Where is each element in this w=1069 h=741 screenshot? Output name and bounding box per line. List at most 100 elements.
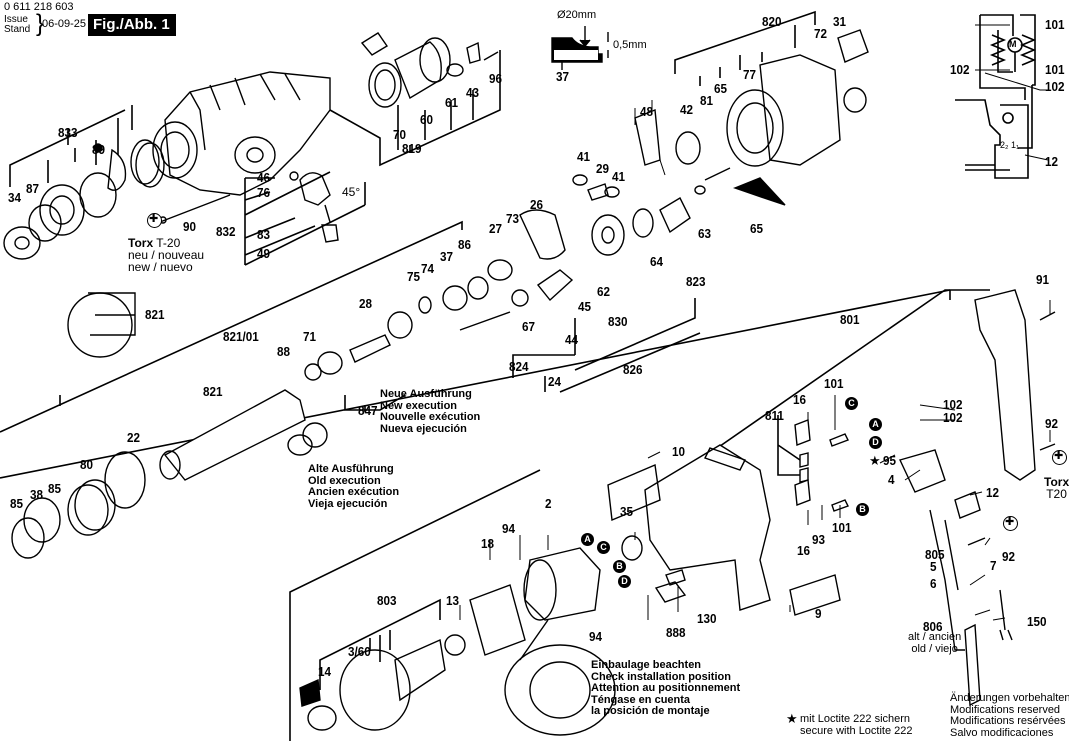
part-label: 85 xyxy=(48,481,62,496)
detail-thickness: 0,5mm xyxy=(613,39,647,51)
part-label: 96 xyxy=(489,71,503,86)
install-position-note: Einbaulage beachten Check installation p… xyxy=(591,659,741,718)
part-label: 833 xyxy=(58,125,78,140)
part-label: 5 xyxy=(930,559,937,574)
note-line: Attention au positionnement xyxy=(591,682,741,694)
part-label: 847 xyxy=(358,403,378,418)
part-label: 93 xyxy=(812,532,826,547)
part-label: 806 xyxy=(923,619,943,634)
spindle xyxy=(11,276,489,559)
note-line: New execution xyxy=(380,399,458,412)
part-label: 85 xyxy=(10,496,24,511)
torx-size: T-20 xyxy=(153,236,181,250)
connector-a: A xyxy=(581,533,594,546)
part-label: 811 xyxy=(765,408,784,423)
connector-c: C xyxy=(845,397,858,410)
part-label: 43 xyxy=(466,85,480,100)
brace: } xyxy=(36,10,45,37)
part-label: 824 xyxy=(509,359,529,374)
connector-b: B xyxy=(613,560,626,573)
part-label: 92 xyxy=(1045,416,1059,431)
note-line: Nouvelle exécution xyxy=(380,411,481,423)
connector-b: B xyxy=(856,503,869,516)
part-label: 38 xyxy=(30,487,44,502)
star-icon: ★ xyxy=(786,711,798,726)
part-label: 27 xyxy=(489,221,503,236)
part-label: 80 xyxy=(80,457,94,472)
angle-label: 45° xyxy=(342,185,361,199)
part-label: 76 xyxy=(257,185,271,200)
stand-label: Stand xyxy=(4,24,31,35)
part-label: 102 xyxy=(950,62,970,77)
loctite-note: mit Loctite 222 sichern secure with Loct… xyxy=(800,713,913,737)
torx-title: Torx xyxy=(128,236,154,250)
torx-handle-note: Torx T20 xyxy=(1044,476,1069,500)
part-label: 60 xyxy=(420,112,434,127)
part-label: 823 xyxy=(686,274,706,289)
part-label: 819 xyxy=(402,141,422,156)
connector-d: D xyxy=(869,436,882,449)
star-icon: ★ xyxy=(869,453,881,468)
part-label: 67 xyxy=(522,319,536,334)
part-label: 95 xyxy=(883,453,897,468)
part-label: 101 xyxy=(832,520,852,535)
part-label: 92 xyxy=(1002,549,1016,564)
part-label: 94 xyxy=(502,521,516,536)
part-label: 801 xyxy=(840,312,860,327)
part-label: 49 xyxy=(257,246,271,261)
part-label: 74 xyxy=(421,261,435,276)
part-label: 7 xyxy=(990,558,997,573)
part-label: 101 xyxy=(1045,17,1065,32)
torx-screw-icon xyxy=(1003,516,1018,531)
note-line: Check installation position xyxy=(591,670,731,683)
part-label: 805 xyxy=(925,547,945,562)
part-label: 31 xyxy=(833,14,847,29)
part-label: 44 xyxy=(565,332,579,347)
note-line: Nueva ejecución xyxy=(380,422,467,435)
modifications-note: Änderungen vorbehalten Modifications res… xyxy=(950,692,1069,739)
part-label: 826 xyxy=(623,362,643,377)
note-line: Old execution xyxy=(308,474,381,487)
connector-a: A xyxy=(869,418,882,431)
part-label: 22 xyxy=(127,430,141,445)
part-label: 102 xyxy=(943,410,963,425)
guide-tube-parts xyxy=(360,32,499,108)
hammer-housing xyxy=(152,71,331,196)
note-line: Téngase en cuenta xyxy=(591,693,691,706)
part-label: 10 xyxy=(672,444,686,459)
part-label: 73 xyxy=(506,211,520,226)
part-label: 83 xyxy=(257,227,271,242)
part-label: 102 xyxy=(943,397,963,412)
note-line: la posición de montaje xyxy=(591,705,710,717)
note-line: mit Loctite 222 sichern xyxy=(800,713,911,725)
switch-terminals: 2₂ 1₁ xyxy=(1000,140,1020,150)
part-label: 37 xyxy=(556,69,570,84)
note-line: Einbaulage beachten xyxy=(591,659,702,671)
part-label: 101 xyxy=(824,376,844,391)
torx-screw-icon xyxy=(147,213,162,228)
connector-d: D xyxy=(618,575,631,588)
part-label: 13 xyxy=(446,593,460,608)
note-line: secure with Loctite 222 xyxy=(800,724,913,737)
part-label: 12 xyxy=(986,485,1000,500)
torx-screw-icon xyxy=(1052,450,1067,465)
detail-37-profile xyxy=(551,26,609,70)
selector-knob xyxy=(289,171,339,243)
note-line: Vieja ejecución xyxy=(308,497,388,510)
note-line: Torx xyxy=(1044,475,1069,489)
part-label: 87 xyxy=(26,181,40,196)
part-label: 130 xyxy=(697,611,717,626)
note-line: Modifications resérvées xyxy=(950,715,1066,727)
leader-lines xyxy=(459,24,1051,621)
part-label: 70 xyxy=(393,127,407,142)
part-label: 29 xyxy=(596,161,610,176)
part-label: 820 xyxy=(762,14,782,29)
part-label: 102 xyxy=(1045,79,1065,94)
part-label: 34 xyxy=(8,190,22,205)
note-line: Modifications reserved xyxy=(950,703,1061,716)
motor-symbol: M xyxy=(1009,39,1017,49)
motor-field-armature xyxy=(299,547,616,736)
part-label: 61 xyxy=(445,95,459,110)
gear-housing xyxy=(726,29,869,167)
